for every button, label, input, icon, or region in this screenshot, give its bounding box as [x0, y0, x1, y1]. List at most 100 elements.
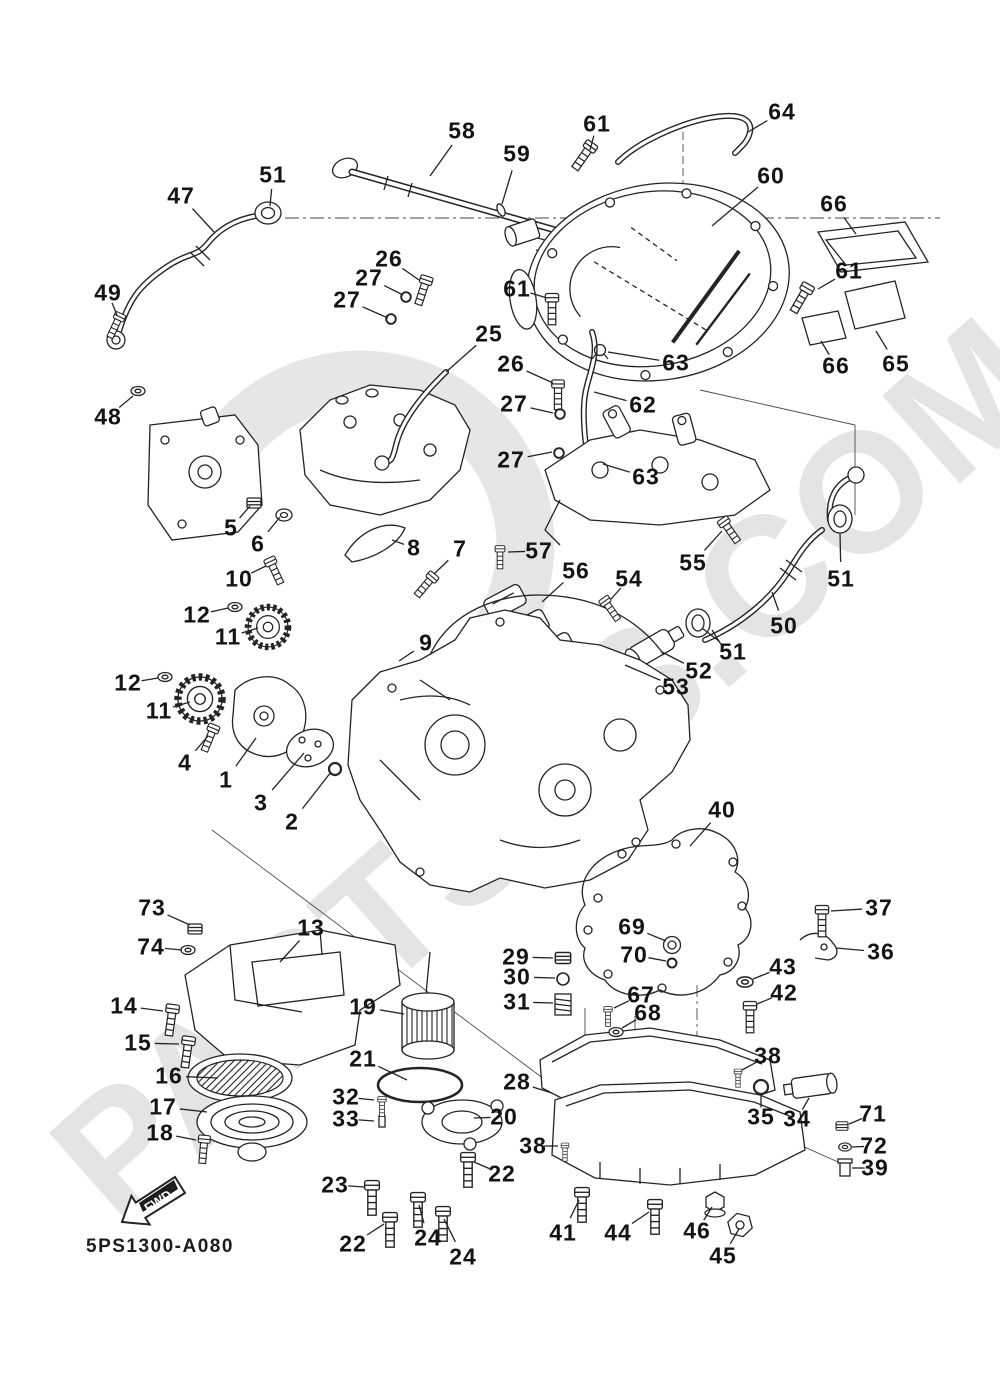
part-callout-12-41: 12	[114, 669, 142, 696]
part-callout-11-35: 11	[214, 623, 242, 650]
part-callout-2-46: 2	[285, 808, 299, 835]
leader-line-24-77	[418, 1204, 425, 1224]
leader-line-9-36	[398, 650, 415, 662]
leader-line-61-1	[589, 135, 595, 151]
part-callout-55-31: 55	[679, 549, 707, 576]
leader-line-3-45	[271, 752, 305, 791]
leader-line-45-82	[729, 1228, 740, 1245]
part-callout-12-34: 12	[183, 601, 211, 628]
leader-line-66-7	[843, 217, 857, 235]
leader-line-27-22	[527, 451, 553, 458]
leader-line-70-54	[648, 957, 667, 962]
leader-line-7-27	[433, 559, 449, 575]
leader-line-47-5	[192, 208, 215, 233]
oil-hose-left	[106, 201, 282, 350]
leader-line-25-14	[445, 344, 477, 373]
leader-line-30-56	[533, 976, 556, 979]
leader-line-28-71	[532, 1086, 553, 1094]
part-callout-28-71: 28	[503, 1068, 531, 1095]
part-callout-27-22: 27	[497, 446, 525, 473]
part-callout-26-15: 26	[497, 350, 525, 377]
part-callout-57-28: 57	[525, 537, 553, 564]
part-callout-16-65: 16	[155, 1062, 183, 1089]
engine-line-art: FWD	[104, 112, 930, 1248]
part-callout-61-13: 61	[503, 275, 531, 302]
pan-gasket	[575, 828, 752, 996]
part-callout-45-82: 45	[709, 1242, 737, 1269]
part-callout-51-4: 51	[259, 161, 287, 188]
leader-lines	[111, 120, 888, 1245]
part-callout-6-25: 6	[251, 530, 265, 557]
part-callout-29-55: 29	[502, 943, 530, 970]
part-callout-54-30: 54	[615, 565, 643, 592]
fwd-arrow: FWD	[120, 1175, 187, 1226]
part-callout-17-66: 17	[149, 1093, 177, 1120]
leader-line-68-61	[621, 1019, 637, 1029]
part-callout-26-8: 26	[375, 245, 403, 272]
part-callout-9-36: 9	[419, 629, 433, 656]
grommet	[254, 201, 282, 225]
part-callout-66-16: 66	[822, 352, 850, 379]
part-callout-34-85: 34	[783, 1105, 811, 1132]
part-callout-65-17: 65	[882, 350, 910, 377]
leader-line-46-81	[703, 1206, 713, 1221]
leader-line-50-37	[771, 591, 780, 611]
oil-hose-right	[702, 466, 865, 647]
part-callout-64-0: 64	[768, 98, 796, 125]
leader-line-37-51	[830, 908, 863, 912]
leader-line-34-85	[801, 1097, 810, 1110]
leader-line-53-40	[624, 664, 661, 681]
part-callout-67-60: 67	[627, 981, 655, 1008]
part-callout-19-64: 19	[349, 993, 377, 1020]
leader-line-23-75	[348, 1185, 365, 1188]
mount-bracket	[147, 406, 293, 541]
oil-pump-group	[157, 601, 343, 777]
part-callout-63-23: 63	[632, 463, 660, 490]
leader-line-63-18	[607, 351, 660, 361]
leader-line-40-47	[689, 822, 712, 847]
part-callout-71-86: 71	[859, 1100, 887, 1127]
leader-line-71-86	[848, 1117, 863, 1125]
part-callout-52-39: 52	[685, 657, 713, 684]
part-callout-40-47: 40	[708, 796, 736, 823]
part-callout-37-51: 37	[865, 894, 893, 921]
sealing-washer	[736, 976, 754, 988]
leader-line-61-10	[817, 278, 836, 290]
part-callout-8-26: 8	[407, 534, 421, 561]
part-callout-66-7: 66	[820, 190, 848, 217]
pump-oring	[327, 761, 343, 777]
leader-line-52-39	[661, 651, 685, 664]
dipstick-pin	[496, 203, 506, 217]
leader-line-64-0	[747, 120, 768, 133]
leader-line-44-80	[631, 1211, 650, 1225]
leader-line-33-70	[358, 1119, 375, 1122]
part-callout-68-61: 68	[634, 999, 662, 1026]
leader-line-42-59	[756, 997, 773, 1005]
leader-line-21-68	[378, 1065, 408, 1081]
leader-line-2-46	[301, 771, 332, 809]
part-callout-30-56: 30	[503, 963, 531, 990]
diagram-code: 5PS1300-A080	[86, 1236, 234, 1257]
part-callout-51-38: 51	[719, 638, 747, 665]
part-callout-58-2: 58	[448, 117, 476, 144]
part-callout-49-12: 49	[94, 279, 122, 306]
part-callout-51-32: 51	[827, 565, 855, 592]
part-callout-4-43: 4	[178, 749, 192, 776]
part-callout-61-10: 61	[835, 257, 863, 284]
part-callout-10-33: 10	[225, 565, 253, 592]
leader-line-66-16	[820, 340, 830, 356]
leader-line-51-32	[839, 532, 842, 563]
part-callout-27-20: 27	[500, 390, 528, 417]
leader-line-11-35	[241, 627, 259, 634]
part-callout-15-63: 15	[124, 1029, 152, 1056]
leader-line-58-2	[429, 144, 453, 177]
part-callout-11-42: 11	[145, 697, 173, 724]
part-callout-25-14: 25	[475, 320, 503, 347]
part-callout-36-52: 36	[867, 938, 895, 965]
leader-line-6-25	[267, 516, 281, 533]
part-callout-21-68: 21	[349, 1045, 377, 1072]
part-callout-24-78: 24	[449, 1243, 477, 1270]
part-callout-61-1: 61	[583, 110, 611, 137]
